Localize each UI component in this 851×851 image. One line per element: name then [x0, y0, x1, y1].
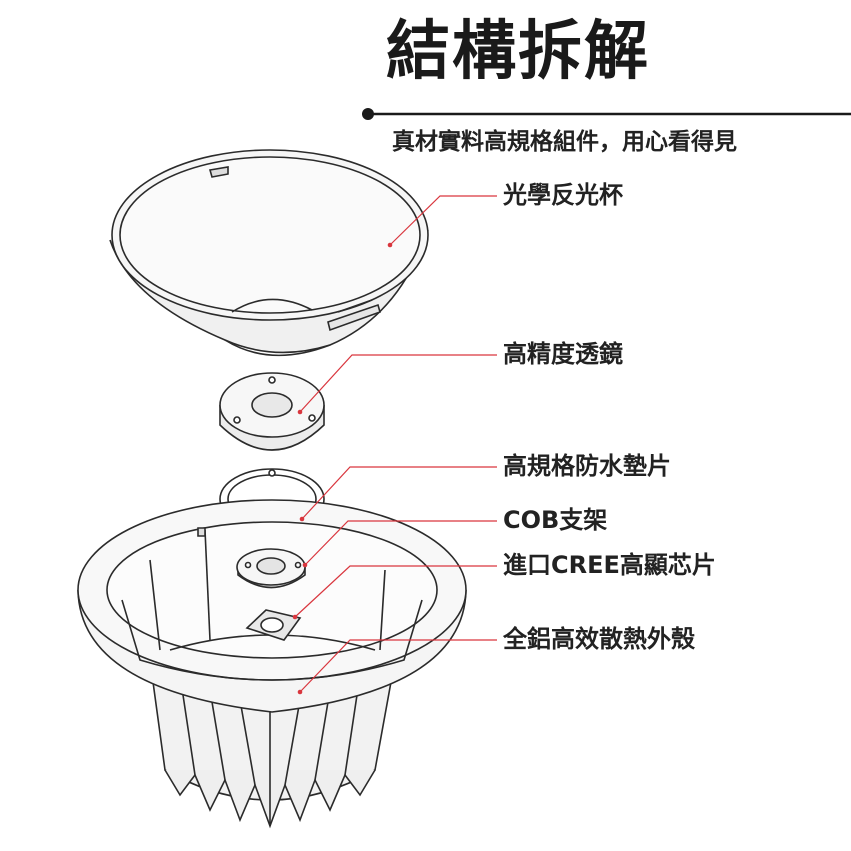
lens-drawing — [219, 372, 325, 451]
label-cob-holder: COB支架 — [503, 506, 608, 534]
label-lens: 高精度透鏡 — [503, 340, 623, 368]
label-reflector-cup: 光學反光杯 — [503, 181, 623, 209]
title-rule — [362, 108, 851, 120]
leader-dots — [292, 242, 393, 695]
label-gasket: 高規格防水墊片 — [503, 452, 671, 480]
label-cree-chip: 進口CREE高顯芯片 — [503, 551, 716, 579]
leader-lines — [294, 195, 497, 693]
label-housing: 全鋁高效散熱外殼 — [503, 625, 695, 653]
subtitle: 真材實料高規格組件，用心看得見 — [392, 129, 737, 155]
page-title: 結構拆解 — [386, 15, 650, 89]
housing-drawing — [77, 499, 467, 829]
reflector-cup-drawing — [109, 149, 429, 357]
